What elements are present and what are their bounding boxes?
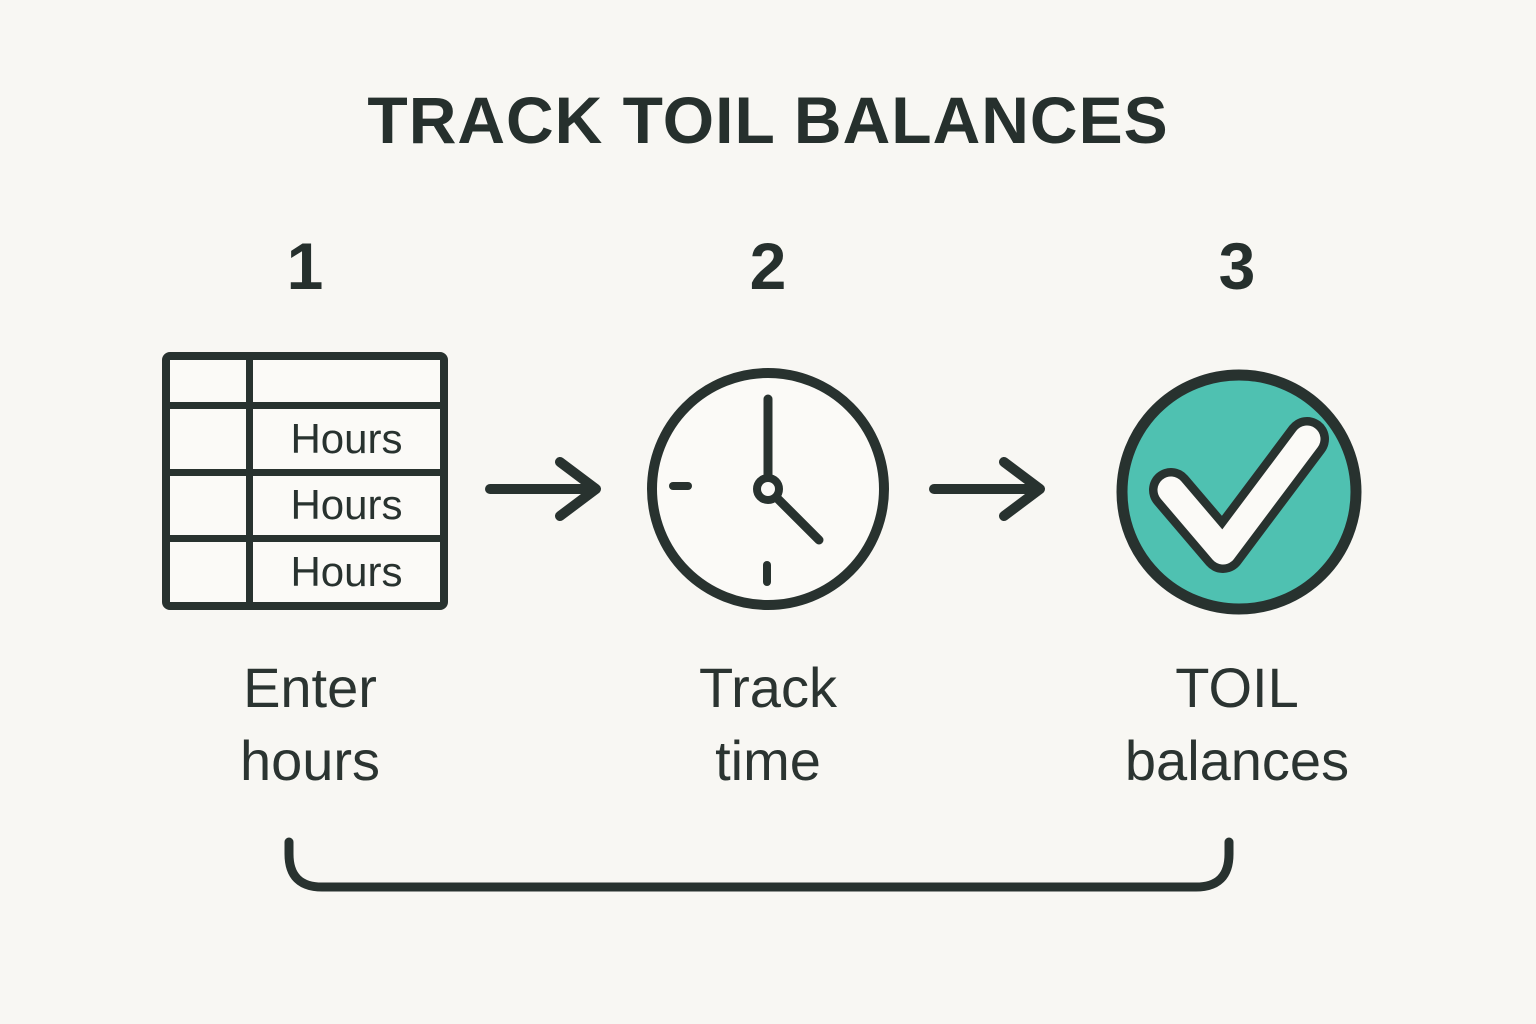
bracket-underline bbox=[284, 837, 1234, 892]
table-cell-row2-hours: Hours bbox=[253, 475, 440, 536]
step-3-label: TOIL balances bbox=[1017, 652, 1457, 798]
table-icon: Hours Hours Hours bbox=[162, 352, 448, 610]
table-cell-header-left bbox=[170, 360, 246, 402]
check-circle-icon bbox=[1116, 369, 1362, 615]
table-cell-row2-left bbox=[170, 475, 246, 536]
clock-icon bbox=[647, 368, 889, 610]
step-2-number: 2 bbox=[749, 229, 787, 303]
arrow-right-icon bbox=[485, 457, 601, 521]
table-cell-row1-left bbox=[170, 409, 246, 469]
step-1-label-line1: Enter bbox=[243, 656, 377, 719]
table-cell-row3-hours: Hours bbox=[253, 542, 440, 602]
step-1-number: 1 bbox=[286, 229, 324, 303]
page-title: TRACK TOIL BALANCES bbox=[367, 83, 1169, 157]
step-1-label: Enter hours bbox=[90, 652, 530, 798]
table-cell-row3-left bbox=[170, 542, 246, 602]
arrow-right-icon bbox=[929, 457, 1045, 521]
step-2-label-line1: Track bbox=[699, 656, 837, 719]
step-3-label-line1: TOIL bbox=[1175, 656, 1299, 719]
step-3-number: 3 bbox=[1218, 229, 1256, 303]
table-cell-row1-hours: Hours bbox=[253, 409, 440, 469]
step-1-label-line2: hours bbox=[239, 728, 381, 792]
step-3-label-line2: balances bbox=[1124, 728, 1350, 792]
table-cell-header-right bbox=[253, 360, 440, 402]
step-2-label: Track time bbox=[548, 652, 988, 798]
step-2-label-line2: time bbox=[715, 728, 821, 792]
